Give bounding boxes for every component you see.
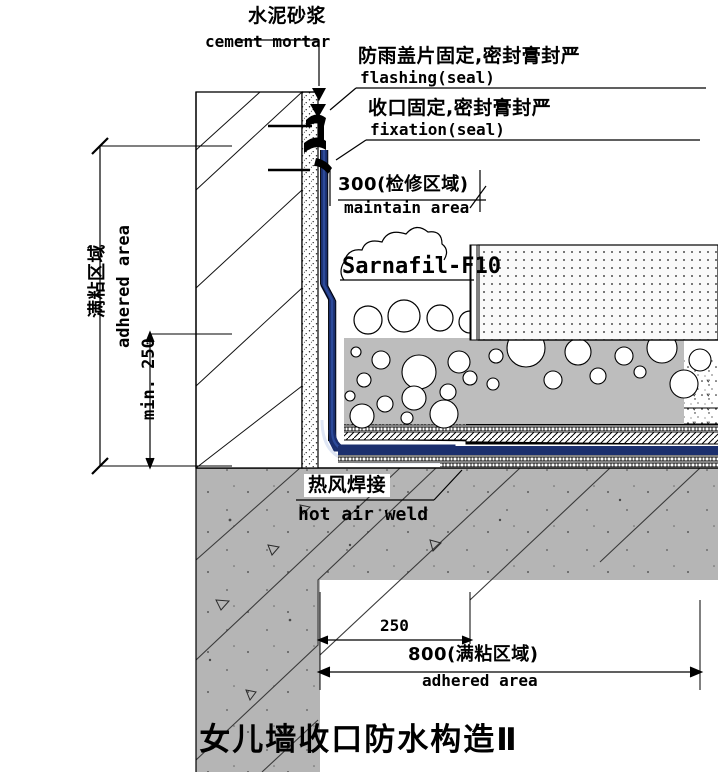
parapet-top-flashing-detail xyxy=(268,88,332,174)
label-cement-mortar-cn: 水泥砂浆 xyxy=(248,5,327,27)
label-fixation-en: fixation(seal) xyxy=(370,120,505,139)
label-product-sarnafil: Sarnafil-F10 xyxy=(342,254,501,279)
label-dim-800-en: adhered area xyxy=(422,671,538,690)
drawing-title: 女儿墙收口防水构造Ⅱ xyxy=(199,722,519,758)
dimension-min-250 xyxy=(145,330,232,470)
dimension-bottom xyxy=(316,592,704,690)
label-flashing-en: flashing(seal) xyxy=(360,68,495,87)
label-min-250: min. 250 xyxy=(139,338,159,420)
gravel-ballast-layer xyxy=(469,244,718,341)
label-adhered-area-cn: 满粘区域 xyxy=(87,244,108,318)
dimension-adhered-area xyxy=(91,137,232,475)
label-fixation-cn: 收口固定,密封膏封严 xyxy=(368,97,552,119)
label-dim-800-cn: 800(满粘区域) xyxy=(408,644,539,665)
insulation-board-layer xyxy=(344,328,712,429)
label-cement-mortar-en: cement mortar xyxy=(205,32,331,51)
label-hot-air-weld-en: hot air weld xyxy=(298,504,429,525)
label-dim-250: 250 xyxy=(380,616,409,635)
roof-layer-stack xyxy=(338,244,718,467)
parapet-wall xyxy=(195,91,303,469)
label-maintain-area-en: maintain area xyxy=(344,198,470,217)
label-maintain-area-cn: 300(检修区域) xyxy=(338,174,469,195)
leader-lines xyxy=(236,39,706,501)
label-flashing-cn: 防雨盖片固定,密封膏封严 xyxy=(358,45,581,67)
label-hot-air-weld-cn: 热风焊接 xyxy=(304,474,391,497)
label-adhered-area-en: adhered area xyxy=(114,225,134,348)
